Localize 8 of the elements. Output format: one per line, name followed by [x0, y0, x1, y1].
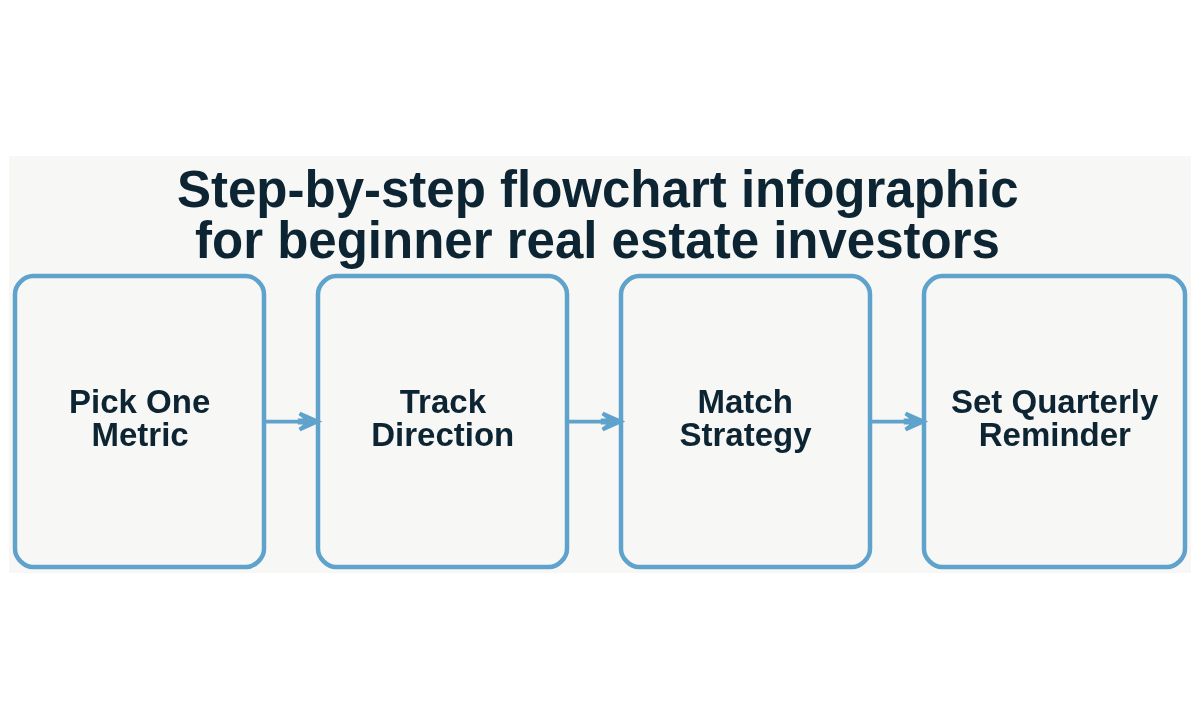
- arrow: [264, 411, 320, 431]
- node-box: Pick One Metric: [12, 273, 267, 569]
- arrow: [567, 411, 623, 431]
- diagram-title: Step-by-step flowchart infographic for beginner real estate investors: [177, 160, 1019, 269]
- arrow: [870, 411, 926, 431]
- node-box: Track Direction: [315, 273, 570, 569]
- node-box: Match Strategy: [618, 273, 873, 569]
- node-box: Set Quarterly Reminder: [921, 273, 1188, 569]
